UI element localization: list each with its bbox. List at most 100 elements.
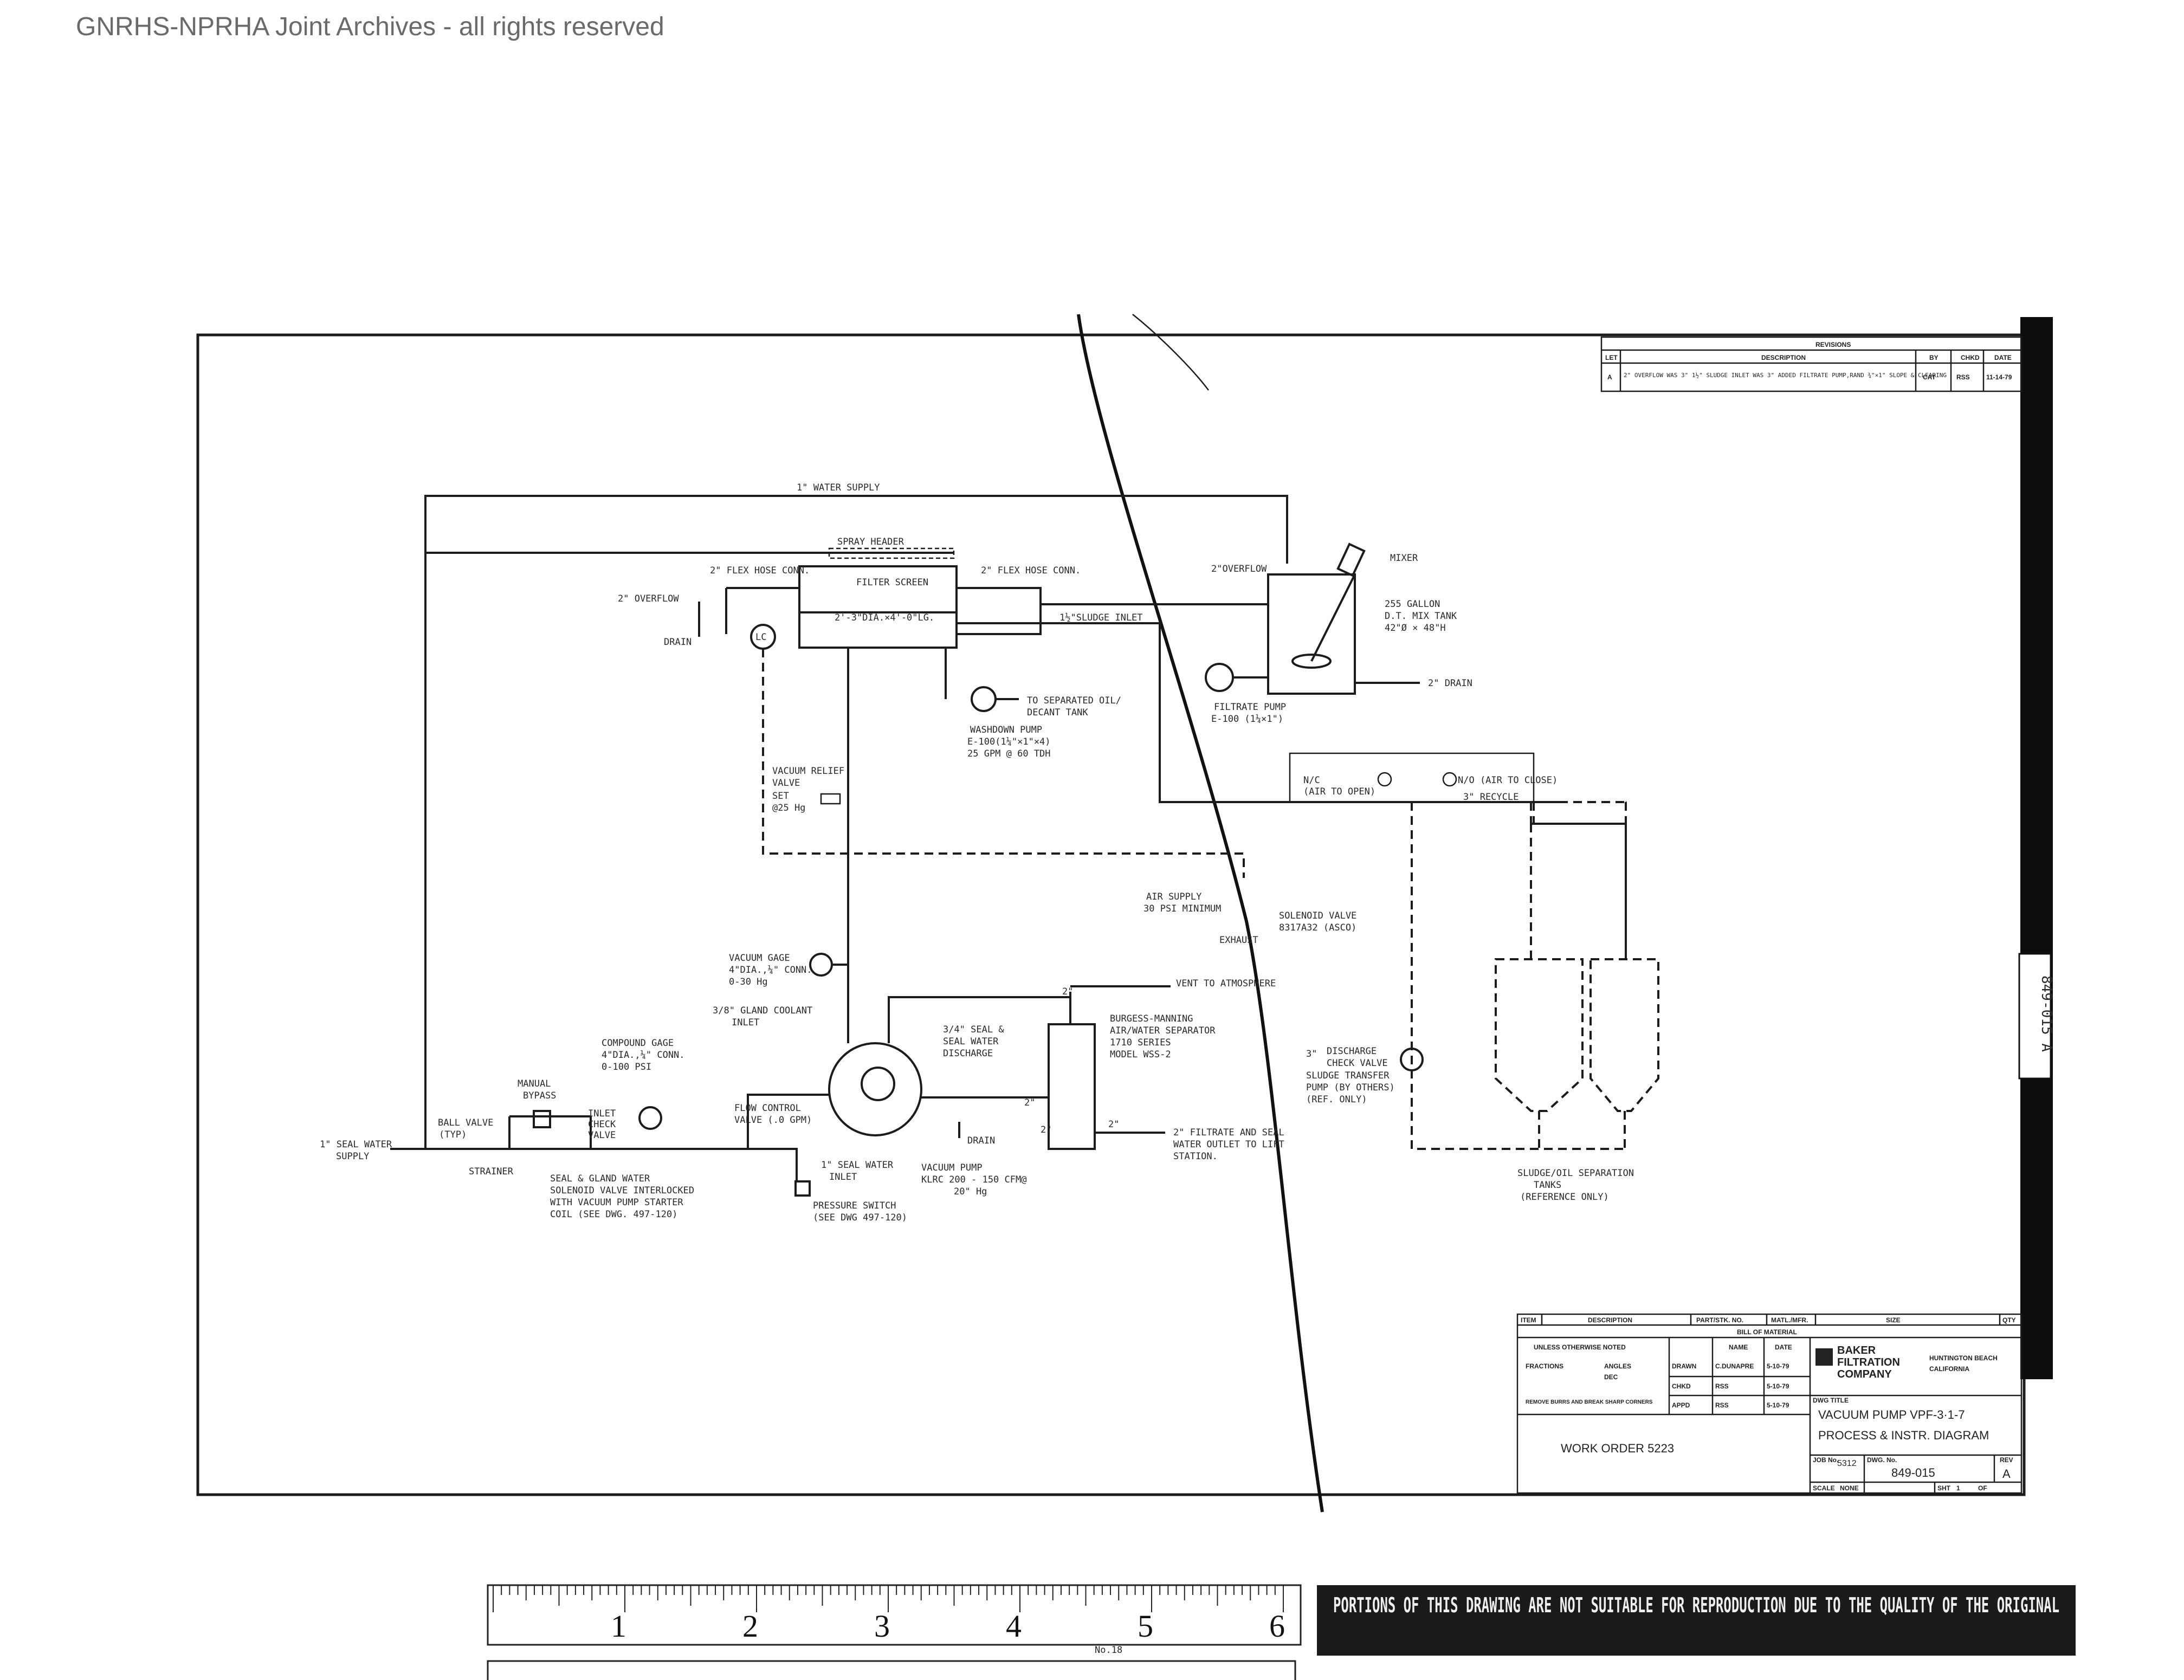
- bom-col-qty: QTY: [2002, 1316, 2016, 1324]
- rev-row-date: 11-14-79: [1986, 373, 2012, 381]
- ball-valve-label-2: (TYP): [439, 1129, 467, 1140]
- binding-strip: [2020, 317, 2053, 1379]
- sludge-transfer-pump: DISCHARGE CHECK VALVE 3" SLUDGE TRANSFER…: [1306, 1046, 1424, 1105]
- piping: 1" WATER SUPPLY SPRAY HEADER FILTER SCRE…: [424, 482, 1627, 1150]
- air-valve-1: [1377, 772, 1392, 787]
- disch-check-label-1: DISCHARGE: [1327, 1046, 1377, 1057]
- sht-lbl: SHT: [1937, 1484, 1951, 1492]
- burgess-label-3: 1710 SERIES: [1110, 1037, 1171, 1048]
- paper-crease-2: [1132, 314, 1209, 391]
- filter-screen-label: FILTER SCREEN: [856, 577, 928, 588]
- scale-value: NONE: [1840, 1484, 1859, 1492]
- overflow-left-label: 2" OVERFLOW: [618, 593, 679, 604]
- compound-label-3: 0-100 PSI: [602, 1062, 651, 1072]
- ruler-num-3: 3: [874, 1608, 890, 1644]
- notes-dec: DEC: [1604, 1373, 1618, 1381]
- bom-title: BILL OF MATERIAL: [1737, 1328, 1797, 1336]
- ruler-num-1: 1: [611, 1608, 626, 1644]
- drawn-lbl: DRAWN: [1672, 1362, 1696, 1370]
- vac-gage-label-3: 0-30 Hg: [729, 977, 768, 987]
- burgess-label-2: AIR/WATER SEPARATOR: [1110, 1025, 1216, 1036]
- mixer-motor: [1336, 542, 1366, 577]
- washdown-label-2: E-100(1¼"×1"×4): [967, 736, 1051, 747]
- seal-disch-label-1: 3/4" SEAL &: [943, 1024, 1004, 1035]
- rev-value: A: [2002, 1467, 2011, 1481]
- flow-ctrl-label-1: FLOW CONTROL: [734, 1103, 801, 1114]
- vrv-label-2: VALVE: [772, 778, 800, 789]
- rev-col-date: DATE: [1994, 354, 2012, 361]
- drawn-by: C.DUNAPRE: [1715, 1362, 1754, 1370]
- notes-burrs: REMOVE BURRS AND BREAK SHARP CORNERS: [1526, 1399, 1653, 1405]
- mixer-label: MIXER: [1390, 553, 1418, 564]
- bom-col-item: ITEM: [1521, 1316, 1536, 1324]
- seal-gland-label-3: WITH VACUUM PUMP STARTER: [550, 1197, 683, 1208]
- ruler-num-2: 2: [742, 1608, 758, 1644]
- of-lbl: OF: [1978, 1484, 1987, 1492]
- vac-pump-label-3: 20" Hg: [954, 1186, 987, 1197]
- ruler-num-6: 6: [1269, 1608, 1285, 1644]
- sludge-pump-label-2: PUMP (BY OTHERS): [1306, 1082, 1395, 1093]
- chkd-lbl: CHKD: [1672, 1382, 1691, 1390]
- rev-row-chkd: RSS: [1956, 373, 1970, 381]
- rev-col-description: DESCRIPTION: [1761, 354, 1806, 361]
- seal-disch-label-3: DISCHARGE: [943, 1048, 993, 1059]
- job-no: 5312: [1837, 1459, 1857, 1468]
- scale-ruler: 1 2 3 4 5 6 No.18: [487, 1584, 1302, 1680]
- sludge-pump-label-1: SLUDGE TRANSFER: [1306, 1070, 1390, 1081]
- bom-col-size: SIZE: [1886, 1316, 1901, 1324]
- spray-header-label: SPRAY HEADER: [837, 537, 904, 547]
- flex-hose-right-label: 2" FLEX HOSE CONN.: [981, 565, 1081, 576]
- solenoid-label-2: 8317A32 (ASCO): [1279, 922, 1356, 933]
- ruler-num-4: 4: [1006, 1608, 1022, 1644]
- vacuum-gage-symbol: [809, 953, 833, 977]
- bom-col-matl: MATL./MFR.: [1771, 1316, 1808, 1324]
- seal-inlet-label-1: 1" SEAL WATER: [821, 1160, 894, 1171]
- water-supply-label: 1" WATER SUPPLY: [797, 482, 880, 493]
- lc-label: LC: [755, 632, 766, 643]
- tank-label-3: 42"Ø × 48"H: [1385, 623, 1446, 634]
- separation-tanks: SLUDGE/OIL SEPARATION TANKS (REFERENCE O…: [1495, 823, 1659, 1203]
- stamp-text: PORTIONS OF THIS DRAWING ARE NOT SUITABL…: [1333, 1593, 2059, 1617]
- company-name-2: FILTRATION: [1837, 1356, 1900, 1368]
- side-stamp-box: [2018, 953, 2052, 1080]
- notes-title: UNLESS OTHERWISE NOTED: [1534, 1343, 1626, 1351]
- scale-lbl: SCALE: [1813, 1484, 1835, 1492]
- filtrate-pump-symbol: [1205, 663, 1234, 692]
- company-name-3: COMPANY: [1837, 1368, 1892, 1380]
- sludge-pump-label-3: (REF. ONLY): [1306, 1094, 1367, 1105]
- seal-disch-label-2: SEAL WATER: [943, 1036, 999, 1047]
- chkd-by: RSS: [1715, 1382, 1729, 1390]
- location-1: HUNTINGTON BEACH: [1929, 1354, 1998, 1362]
- date-col: DATE: [1775, 1343, 1792, 1351]
- air-supply-label-2: 30 PSI MINIMUM: [1143, 903, 1221, 914]
- no-open-label-2: (AIR TO OPEN): [1303, 786, 1375, 797]
- dim-2-label-c: 2": [1108, 1119, 1119, 1130]
- vacuum-pump-assembly: VACUUM GAGE 4"DIA.,¼" CONN. 0-30 Hg 2" V…: [713, 953, 1284, 1223]
- notes-angles: ANGLES: [1604, 1362, 1631, 1370]
- rev-row-by: CAT: [1923, 373, 1936, 381]
- drain-mid-label: DRAIN: [967, 1135, 995, 1146]
- dim-3-label: 3": [1306, 1049, 1317, 1059]
- rev-row-description: 2" OVERFLOW WAS 3" 1½" SLUDGE INLET WAS …: [1624, 372, 1947, 379]
- to-separated-label-2: DECANT TANK: [1027, 707, 1088, 718]
- air-water-separator: [1048, 1023, 1096, 1150]
- vrv-label-3: SET: [772, 791, 789, 802]
- dim-2-label-d: 2": [1041, 1125, 1051, 1135]
- mixer-shaft: [1310, 574, 1356, 662]
- dim-2-label-a: 2": [1062, 986, 1073, 997]
- seal-solenoid-symbol: [533, 1110, 551, 1128]
- compound-label-2: 4"DIA.,¼" CONN.: [602, 1050, 685, 1061]
- company-logo: [1815, 1348, 1833, 1366]
- side-stamp-text: 849-015 A: [2038, 975, 2054, 1052]
- ruler-num-5: 5: [1138, 1608, 1153, 1644]
- seal-gland-label-2: SOLENOID VALVE INTERLOCKED: [550, 1185, 694, 1196]
- air-valve-2: [1442, 772, 1457, 787]
- gland-label-1: 3/8" GLAND COOLANT: [713, 1005, 812, 1016]
- washdown-label-1: WASHDOWN PUMP: [970, 725, 1042, 735]
- revisions-table: REVISIONS LET DESCRIPTION BY CHKD DATE A…: [1600, 336, 2023, 392]
- dwg-no: 849-015: [1891, 1466, 1935, 1479]
- sheet-border: [196, 333, 2026, 1496]
- separation-tank-1: [1495, 958, 1584, 1112]
- filtrate-out-label-3: STATION.: [1173, 1151, 1218, 1162]
